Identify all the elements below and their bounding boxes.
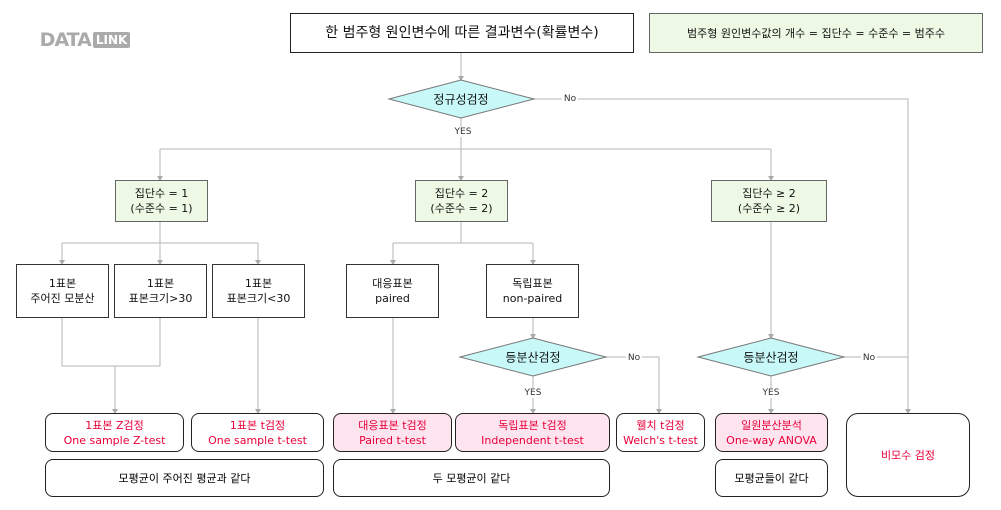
equal-var-diamond-2 bbox=[696, 337, 846, 377]
equal-var-diamond-1 bbox=[458, 337, 608, 377]
no-label: No bbox=[860, 353, 878, 363]
normality-diamond bbox=[387, 79, 536, 119]
yes-label: YES bbox=[522, 388, 544, 398]
equal-var-label-2: 등분산검정 bbox=[743, 350, 799, 365]
nonparametric-box: 비모수 검정 bbox=[846, 413, 970, 497]
yes-label: YES bbox=[760, 388, 782, 398]
hypothesis-box: 두 모평균이 같다 bbox=[333, 459, 610, 497]
no-label: No bbox=[561, 94, 579, 104]
group-box-1: 집단수 = 1(수준수 = 1) bbox=[115, 180, 208, 222]
note-box: 범주형 원인변수값의 개수 = 집단수 = 수준수 = 범주수 bbox=[649, 13, 983, 53]
no-label: No bbox=[625, 353, 643, 363]
hypothesis-box: 모평균이 주어진 평균과 같다 bbox=[45, 459, 324, 497]
title-box: 한 범주형 원인변수에 따른 결과변수(확률변수) bbox=[290, 13, 634, 53]
equal-var-label-1: 등분산검정 bbox=[505, 350, 561, 365]
yes-label: YES bbox=[452, 127, 474, 137]
group-box-2: 집단수 = 2(수준수 = 2) bbox=[415, 180, 508, 222]
group-box-3: 집단수 ≥ 2(수준수 ≥ 2) bbox=[711, 180, 827, 222]
normality-label: 정규성검정 bbox=[433, 92, 489, 107]
hypothesis-box: 모평균들이 같다 bbox=[715, 459, 828, 497]
